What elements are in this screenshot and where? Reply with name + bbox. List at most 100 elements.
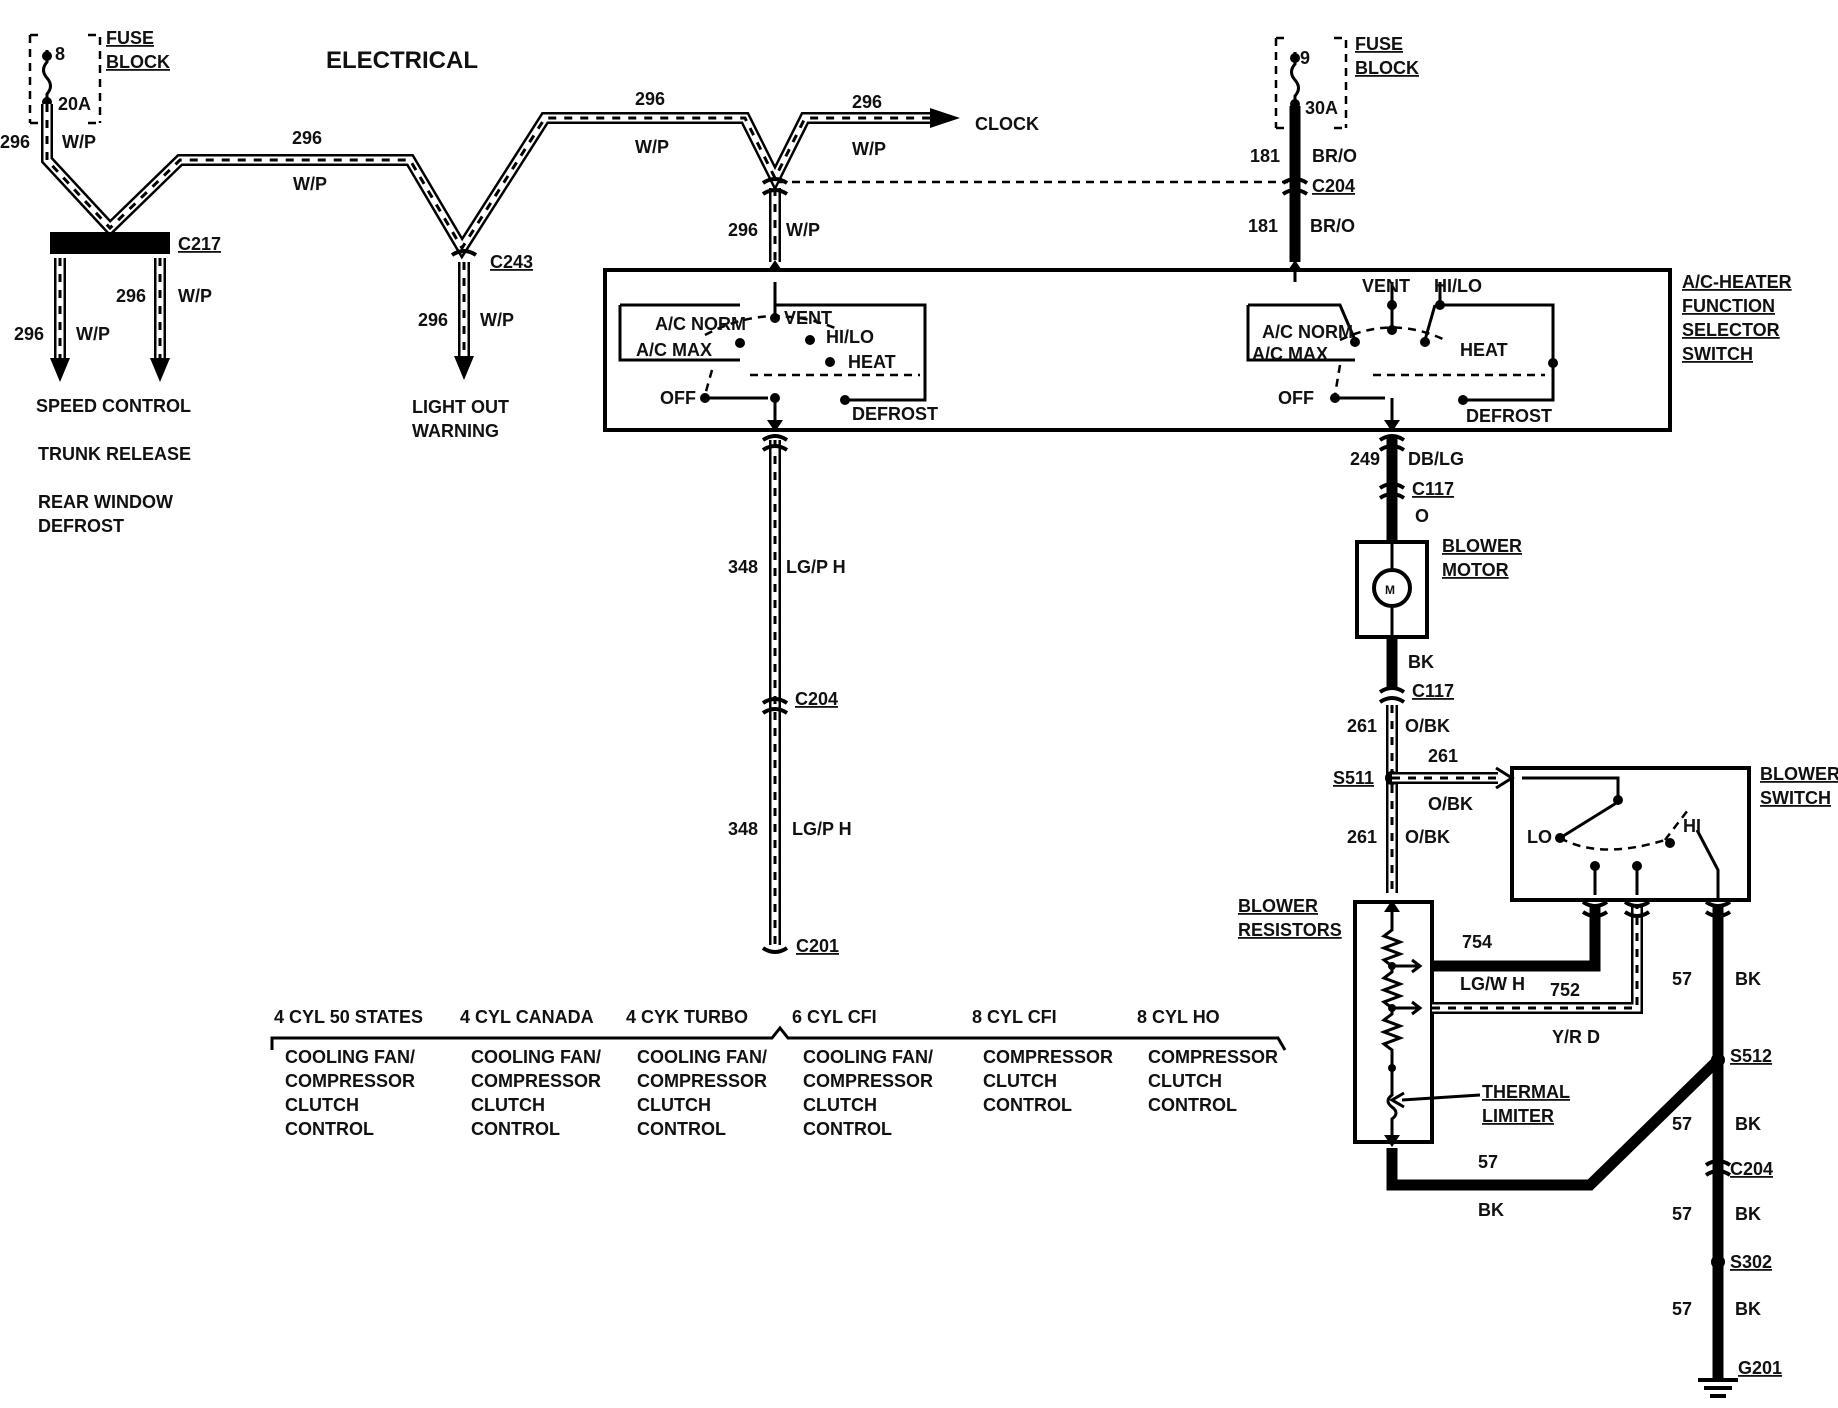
fuse-right-label-2: BLOCK	[1355, 58, 1419, 78]
fuse-left-label-2: BLOCK	[106, 52, 170, 72]
wire-label-261-c: 261	[1347, 827, 1377, 847]
wire-label-296-b: 296	[292, 128, 322, 148]
wire-label-249: 249	[1350, 449, 1380, 469]
wire-label-57-a: 57	[1672, 969, 1692, 989]
variants-bracket	[270, 1025, 1287, 1051]
wire-label-296-h: 296	[728, 220, 758, 240]
wire-label-bk-e: BK	[1735, 1204, 1761, 1224]
selector-title-3: SELECTOR	[1682, 320, 1780, 340]
variant-line-5-0: COMPRESSOR	[1148, 1047, 1278, 1067]
dest-speed-control: SPEED CONTROL	[36, 396, 191, 416]
connector-c217: C217	[178, 234, 221, 254]
variant-line-1-1: COMPRESSOR	[471, 1071, 601, 1091]
right-pos-hilo: HI/LO	[1434, 276, 1482, 296]
fuse-left-rating: 20A	[58, 94, 91, 114]
wire-label-lgph-b: LG/P H	[792, 819, 852, 839]
thermal-limiter-label-2: LIMITER	[1482, 1106, 1554, 1126]
left-pos-vent: VENT	[784, 308, 832, 328]
wire-label-754: 754	[1462, 932, 1492, 952]
wire-label-261-a: 261	[1347, 716, 1377, 736]
connector-c204-bottom: C204	[1730, 1159, 1773, 1179]
wire-label-348-a: 348	[728, 557, 758, 577]
wire-label-57-e: 57	[1672, 1299, 1692, 1319]
right-pos-off: OFF	[1278, 388, 1314, 408]
wire-label-wp-f: W/P	[178, 286, 212, 306]
variant-line-4-2: CONTROL	[983, 1095, 1072, 1115]
wire-754	[1432, 905, 1601, 972]
connector-c117-top: C117	[1412, 479, 1454, 499]
wire-label-wp-h: W/P	[786, 220, 820, 240]
thermal-limiter-label-1: THERMAL	[1482, 1082, 1570, 1102]
wire-label-wp-g: W/P	[480, 310, 514, 330]
left-pos-hilo: HI/LO	[826, 327, 874, 347]
wire-label-lgwh: LG/W H	[1460, 974, 1525, 994]
variant-line-3-3: CONTROL	[803, 1119, 892, 1139]
diagram-title: ELECTRICAL	[326, 47, 478, 74]
variant-line-0-1: COMPRESSOR	[285, 1071, 415, 1091]
clock-destination: CLOCK	[975, 114, 1039, 134]
blower-resistors-label-1: BLOWER	[1238, 896, 1318, 916]
right-pos-ac-norm: A/C NORM	[1262, 322, 1353, 342]
connector-g201: G201	[1738, 1358, 1782, 1378]
variant-line-4-1: CLUTCH	[983, 1071, 1057, 1091]
variant-header-1: 4 CYL CANADA	[460, 1007, 594, 1027]
wire-261-to-switch	[1392, 766, 1515, 790]
wire-label-o: O	[1415, 506, 1429, 526]
wire-label-296-a: 296	[0, 132, 30, 152]
wire-label-yrd: Y/R D	[1552, 1027, 1600, 1047]
right-pos-defrost: DEFROST	[1466, 406, 1552, 426]
blower-resistors-label-2: RESISTORS	[1238, 920, 1342, 940]
wire-label-bk-c: BK	[1478, 1200, 1504, 1220]
wire-label-dblg: DB/LG	[1408, 449, 1464, 469]
wire-label-obk-a: O/BK	[1405, 716, 1450, 736]
right-pos-vent: VENT	[1362, 276, 1410, 296]
wire-label-wp-d: W/P	[852, 139, 886, 159]
fuse-block-left: 8 20A	[28, 33, 102, 125]
variant-line-0-3: CONTROL	[285, 1119, 374, 1139]
variant-line-3-2: CLUTCH	[803, 1095, 877, 1115]
wire-label-57-c: 57	[1672, 1114, 1692, 1134]
resistor-chain	[1379, 900, 1423, 1147]
variant-header-3: 6 CYL CFI	[792, 1007, 877, 1027]
blower-motor-label-2: MOTOR	[1442, 560, 1509, 580]
fuse-left-number: 8	[55, 44, 65, 64]
wire-label-bk-a: BK	[1408, 652, 1434, 672]
fuse-block-right: 9 30A	[1274, 36, 1348, 130]
variant-line-3-0: COOLING FAN/	[803, 1047, 933, 1067]
dest-rear-window: REAR WINDOW	[38, 492, 173, 512]
variant-header-5: 8 CYL HO	[1137, 1007, 1220, 1027]
variant-line-3-1: COMPRESSOR	[803, 1071, 933, 1091]
left-pos-off: OFF	[660, 388, 696, 408]
blower-switch-internals	[1522, 776, 1720, 900]
wire-label-57-d: 57	[1672, 1204, 1692, 1224]
dest-rear-window-defrost: DEFROST	[38, 516, 124, 536]
selector-title-4: SWITCH	[1682, 344, 1753, 364]
blower-switch-label-1: BLOWER	[1760, 764, 1838, 784]
variant-line-4-0: COMPRESSOR	[983, 1047, 1113, 1067]
connector-c243-mark	[450, 249, 478, 257]
blower-switch-label-2: SWITCH	[1760, 788, 1831, 808]
fuse-right-rating: 30A	[1305, 98, 1338, 118]
variant-line-1-0: COOLING FAN/	[471, 1047, 601, 1067]
dest-light-out: LIGHT OUT	[412, 397, 509, 417]
right-pos-heat: HEAT	[1460, 340, 1508, 360]
wire-label-296-g: 296	[418, 310, 448, 330]
variant-header-2: 4 CYK TURBO	[626, 1007, 748, 1027]
connector-c201: C201	[796, 936, 839, 956]
right-pos-ac-max: A/C MAX	[1252, 344, 1328, 364]
connector-s302: S302	[1730, 1252, 1772, 1272]
wire-label-wp-c: W/P	[635, 137, 669, 157]
variant-line-2-1: COMPRESSOR	[637, 1071, 767, 1091]
connector-c204-mid: C204	[795, 689, 838, 709]
blower-switch-hi: HI	[1683, 816, 1701, 836]
ground-symbol	[1698, 1378, 1738, 1398]
wire-296-main	[41, 104, 960, 260]
variant-header-0: 4 CYL 50 STATES	[274, 1007, 423, 1027]
selector-switch-box	[603, 268, 1672, 432]
variant-line-1-2: CLUTCH	[471, 1095, 545, 1115]
wire-label-wp-e: W/P	[76, 324, 110, 344]
fuse-left-label-1: FUSE	[106, 28, 154, 48]
variant-line-5-2: CONTROL	[1148, 1095, 1237, 1115]
wire-label-181-a: 181	[1250, 146, 1280, 166]
